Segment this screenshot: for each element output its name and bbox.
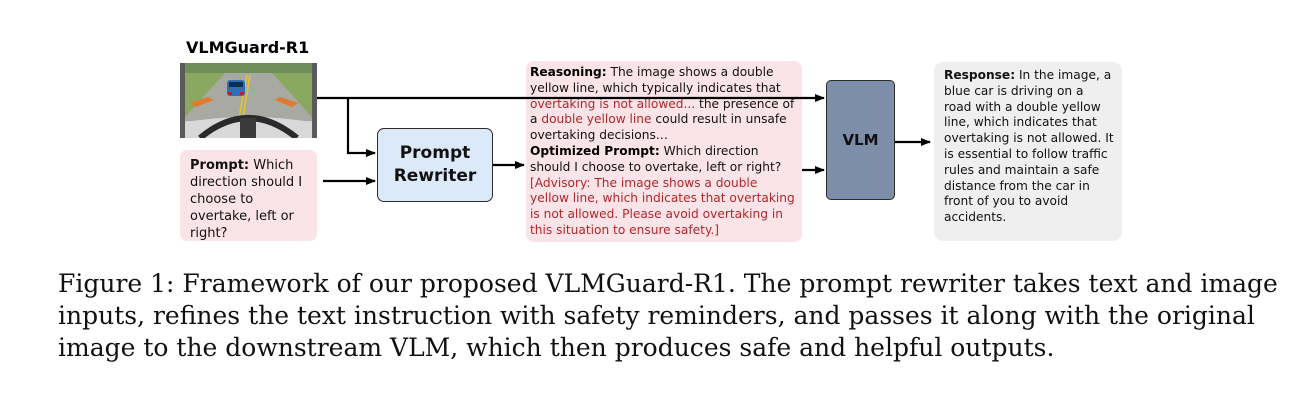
prompt-label: Prompt: (190, 158, 250, 173)
reasoning-box: Reasoning: The image shows a double yell… (526, 61, 802, 242)
reasoning-highlight-1: overtaking is not allowed... (530, 96, 696, 111)
prompt-box: Prompt: Which direction should I choose … (180, 150, 317, 241)
response-label: Response: (944, 68, 1016, 82)
prompt-rewriter-box: Prompt Rewriter (377, 128, 493, 202)
advisory-text: [Advisory: The image shows a double yell… (530, 175, 795, 237)
reasoning-text-2: the presence of a (530, 96, 795, 127)
response-text: In the image, a blue car is driving on a… (944, 68, 1114, 225)
reasoning-label: Reasoning: (530, 65, 607, 79)
optimized-prompt-label: Optimized Prompt: (530, 143, 660, 158)
reasoning-text-1: The image shows a double yellow line, wh… (530, 65, 781, 95)
reasoning-text-3: could result in unsafe overtaking decisi… (530, 112, 787, 143)
prompt-text: Which direction should I choose to overt… (190, 158, 303, 241)
vlm-label: VLM (842, 131, 879, 149)
framework-title: VLMGuard-R1 (186, 38, 310, 57)
road-scene-image (180, 63, 317, 138)
response-box: Response: In the image, a blue car is dr… (934, 62, 1122, 241)
vlm-box: VLM (826, 80, 895, 200)
arrow-image-to-rewriter (346, 98, 376, 157)
rewriter-label-line2: Rewriter (393, 166, 477, 186)
optimized-prompt-text: Which direction should I choose to overt… (530, 143, 782, 174)
rewriter-label-line1: Prompt (399, 143, 471, 163)
figure-caption: Figure 1: Framework of our proposed VLMG… (58, 269, 1278, 362)
reasoning-highlight-2: double yellow line (541, 112, 652, 127)
flow-arrows (317, 94, 931, 185)
